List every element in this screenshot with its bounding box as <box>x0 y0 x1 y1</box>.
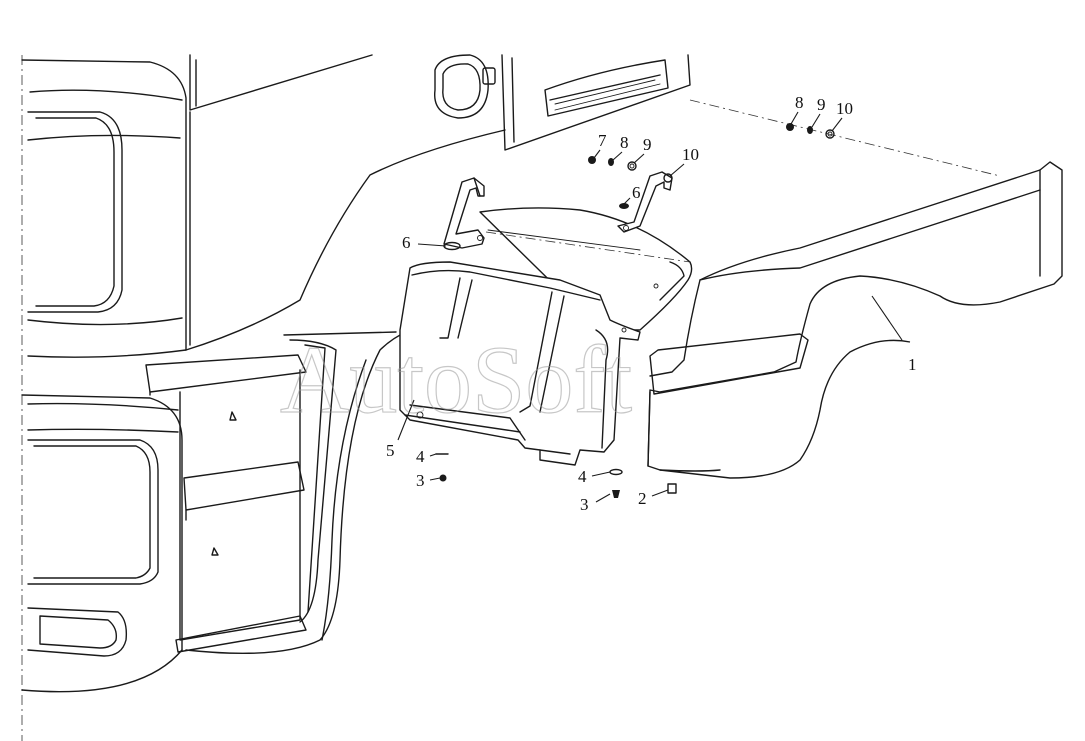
callout-8-middle: 8 <box>620 133 629 152</box>
cab-front-outline <box>21 54 373 358</box>
alignment-line-top <box>689 99 1001 177</box>
callout-4-right: 4 <box>578 467 587 486</box>
part-5-mudguard <box>399 207 693 466</box>
mounting-brackets <box>443 171 673 249</box>
callout-labels: 1 2 3 3 4 4 5 6 6 7 8 8 9 9 10 10 <box>386 93 917 514</box>
washer-8b <box>608 158 614 166</box>
callout-3-left: 3 <box>416 471 425 490</box>
nut-10b <box>663 173 673 183</box>
callout-9-middle: 9 <box>643 135 652 154</box>
callout-3-right: 3 <box>580 495 589 514</box>
washer-4b <box>609 468 623 476</box>
fasteners <box>435 123 835 498</box>
watermark-text: AutoSoft <box>280 326 632 433</box>
alignment-line-mid <box>485 231 691 263</box>
callout-5: 5 <box>386 441 395 460</box>
cab-side-body <box>185 54 691 351</box>
callout-6-left: 6 <box>402 233 411 252</box>
cab-step-assembly <box>21 329 411 693</box>
callout-6-right: 6 <box>632 183 641 202</box>
washer-9a <box>807 126 813 134</box>
callout-9-top: 9 <box>817 95 826 114</box>
callout-4-left: 4 <box>416 447 425 466</box>
callout-1: 1 <box>908 355 917 374</box>
nut-2 <box>667 483 677 494</box>
nut-10a <box>825 129 835 139</box>
washer-9b <box>627 161 637 171</box>
callout-10-top: 10 <box>836 99 853 118</box>
leader-lines <box>397 111 903 503</box>
screw-3a <box>439 474 447 482</box>
callout-8-top: 8 <box>795 93 804 112</box>
callout-7: 7 <box>598 131 607 150</box>
bolt-8a <box>786 123 794 131</box>
callout-2: 2 <box>638 489 647 508</box>
callout-10-middle: 10 <box>682 145 699 164</box>
screw-3b <box>612 490 620 498</box>
spacer-6b <box>619 203 629 209</box>
part-1-fender <box>647 161 1063 479</box>
